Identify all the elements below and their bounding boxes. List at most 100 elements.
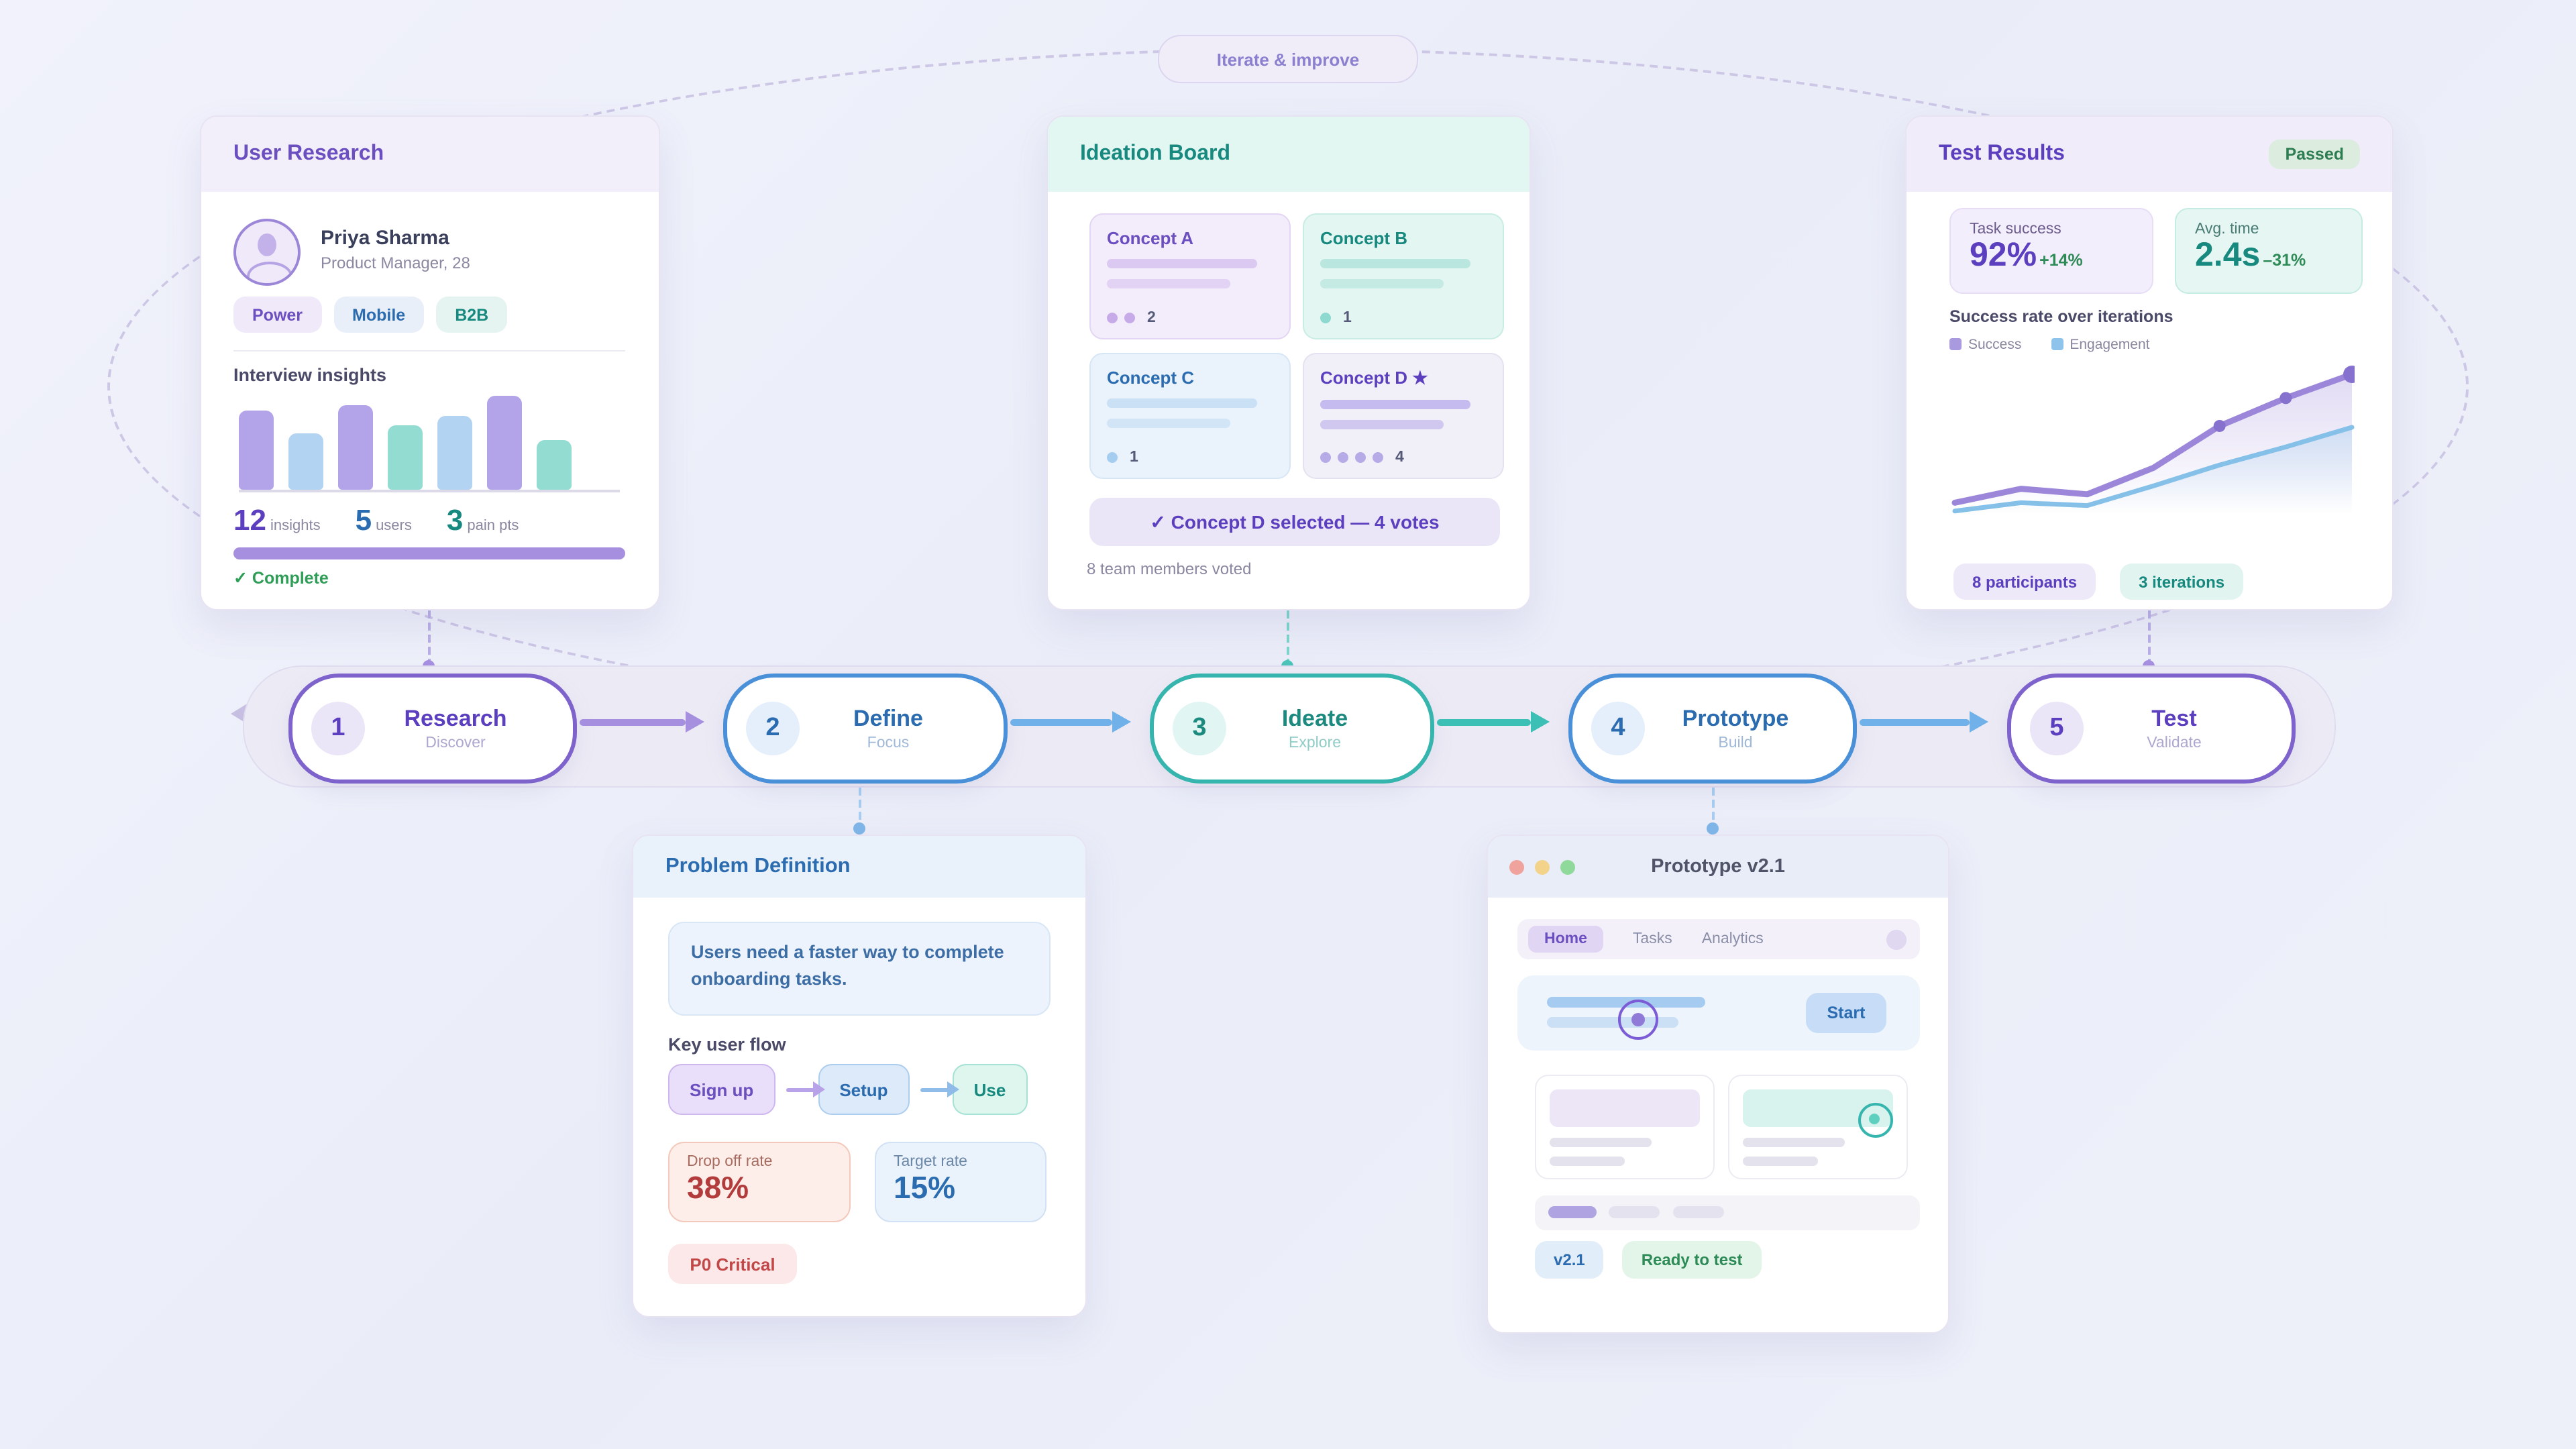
problem-definition-card: Problem Definition Users need a faster w… [632, 835, 1087, 1318]
chart-legend: Success Engagement [1949, 333, 2179, 357]
votes-caption: 8 team members voted [1087, 559, 1252, 578]
timeline-arrow [1010, 719, 1112, 726]
persona-name: Priya Sharma [321, 227, 449, 250]
user-research-card: User Research Priya Sharma Product Manag… [200, 115, 660, 610]
timeline-step-test[interactable]: 5 Test Validate [2007, 674, 2296, 784]
step-number: 3 [1173, 702, 1226, 755]
concept-name: Concept A [1107, 228, 1194, 248]
tab-analytics[interactable]: Analytics [1701, 931, 1764, 947]
step-subtitle: Validate [2147, 735, 2202, 751]
timeline-step-research[interactable]: 1 Research Discover [288, 674, 577, 784]
timeline-step-define[interactable]: 2 Define Focus [723, 674, 1008, 784]
tab-home[interactable]: Home [1528, 926, 1603, 953]
success-rate-line-chart [1951, 366, 2355, 514]
tab-tasks[interactable]: Tasks [1632, 931, 1672, 947]
concept-name: Concept C [1107, 368, 1194, 388]
user-research-title: User Research [233, 142, 384, 165]
step-subtitle: Focus [867, 735, 910, 751]
timeline-arrowhead-icon [1112, 711, 1131, 733]
step-number: 4 [1591, 702, 1645, 755]
problem-definition-title: Problem Definition [665, 855, 851, 877]
avatar-icon[interactable] [1886, 929, 1907, 949]
placeholder-block [1550, 1089, 1700, 1127]
card-connector [1287, 610, 1289, 667]
flow-node-use: Use [952, 1064, 1028, 1115]
ideation-board-card: Ideation Board Concept A 2 Concept B 1 C… [1046, 115, 1531, 610]
concept-card[interactable]: Concept B 1 [1303, 213, 1504, 339]
flow-metrics: Drop off rate 38% Target rate 15% [668, 1142, 1046, 1222]
interview-insights-bar-chart [239, 393, 620, 492]
iterate-improve-label: Iterate & improve [1158, 35, 1418, 83]
research-progress-bar [233, 547, 625, 559]
insight-bar [338, 405, 373, 490]
step-title: Define [853, 706, 923, 732]
ideation-board-title: Ideation Board [1080, 142, 1231, 165]
card-connector [859, 788, 861, 832]
concept-votes: 1 [1320, 310, 1352, 326]
timeline-arrowhead-icon [1531, 711, 1550, 733]
concept-votes: 2 [1107, 310, 1156, 326]
slider-track-primary [1547, 997, 1705, 1008]
persona-tag-b2b: B2B [436, 297, 508, 333]
insight-bar [487, 396, 522, 490]
prototype-tile-right [1728, 1075, 1908, 1179]
connector-dot-icon [1707, 822, 1719, 835]
passed-badge: Passed [2269, 140, 2360, 169]
step-number: 5 [2030, 702, 2084, 755]
start-button[interactable]: Start [1806, 993, 1886, 1033]
problem-statement: Users need a faster way to complete onbo… [668, 922, 1051, 1016]
timeline-arrow [1437, 719, 1531, 726]
insight-bar [388, 425, 423, 490]
timeline-arrowhead-icon [686, 711, 704, 733]
insight-bar [437, 416, 472, 490]
tap-target-annotation-icon [1858, 1103, 1893, 1138]
prototype-badges: v2.1 Ready to test [1535, 1241, 1762, 1279]
chart-title: Success rate over iterations [1949, 307, 2174, 326]
slider-track-secondary [1547, 1017, 1678, 1028]
step-subtitle: Build [1718, 735, 1753, 751]
kpi-box: Avg. time 2.4s–31% [2175, 208, 2363, 294]
timeline-step-ideate[interactable]: 3 Ideate Explore [1150, 674, 1434, 784]
prototype-badge: Ready to test [1622, 1241, 1762, 1279]
connector-dot-icon [853, 822, 865, 835]
concept-votes: 1 [1107, 449, 1138, 466]
insight-bar [239, 411, 274, 490]
insight-bar [288, 433, 323, 490]
concept-votes: 4 [1320, 449, 1404, 466]
result-badge: 3 iterations [2120, 564, 2244, 600]
concept-card[interactable]: Concept D ★ 4 [1303, 353, 1504, 479]
persona-meta: Product Manager, 28 [321, 254, 470, 272]
prototype-nav: Home Tasks Analytics [1517, 919, 1920, 959]
step-title: Ideate [1281, 706, 1348, 732]
prototype-tile-left [1535, 1075, 1715, 1179]
legend-item: Engagement [2051, 336, 2149, 352]
concept-card[interactable]: Concept C 1 [1089, 353, 1291, 479]
slider-knob[interactable] [1618, 1000, 1658, 1040]
timeline-arrow [580, 719, 686, 726]
concept-name: Concept B [1320, 228, 1407, 248]
legend-item: Success [1949, 336, 2021, 352]
prototype-badge: v2.1 [1535, 1241, 1604, 1279]
test-results-card: Test Results Passed Task success 92%+14%… [1905, 115, 2394, 610]
step-title: Prototype [1682, 706, 1789, 732]
metric-box: Drop off rate 38% [668, 1142, 851, 1222]
step-title: Test [2151, 706, 2197, 732]
step-number: 2 [746, 702, 800, 755]
concept-card[interactable]: Concept A 2 [1089, 213, 1291, 339]
test-results-title: Test Results [1939, 142, 2065, 165]
timeline-arrowhead-icon [1970, 711, 1988, 733]
kpi-box: Task success 92%+14% [1949, 208, 2153, 294]
step-subtitle: Explore [1289, 735, 1341, 751]
timeline-step-prototype[interactable]: 4 Prototype Build [1568, 674, 1857, 784]
result-badge: 8 participants [1953, 564, 2096, 600]
avatar-icon [233, 219, 301, 286]
persona-tag-power: Power [233, 297, 322, 333]
insight-bar [537, 440, 572, 490]
concept-selected-banner: ✓ Concept D selected — 4 votes [1089, 498, 1500, 546]
metric-box: Target rate 15% [875, 1142, 1046, 1222]
